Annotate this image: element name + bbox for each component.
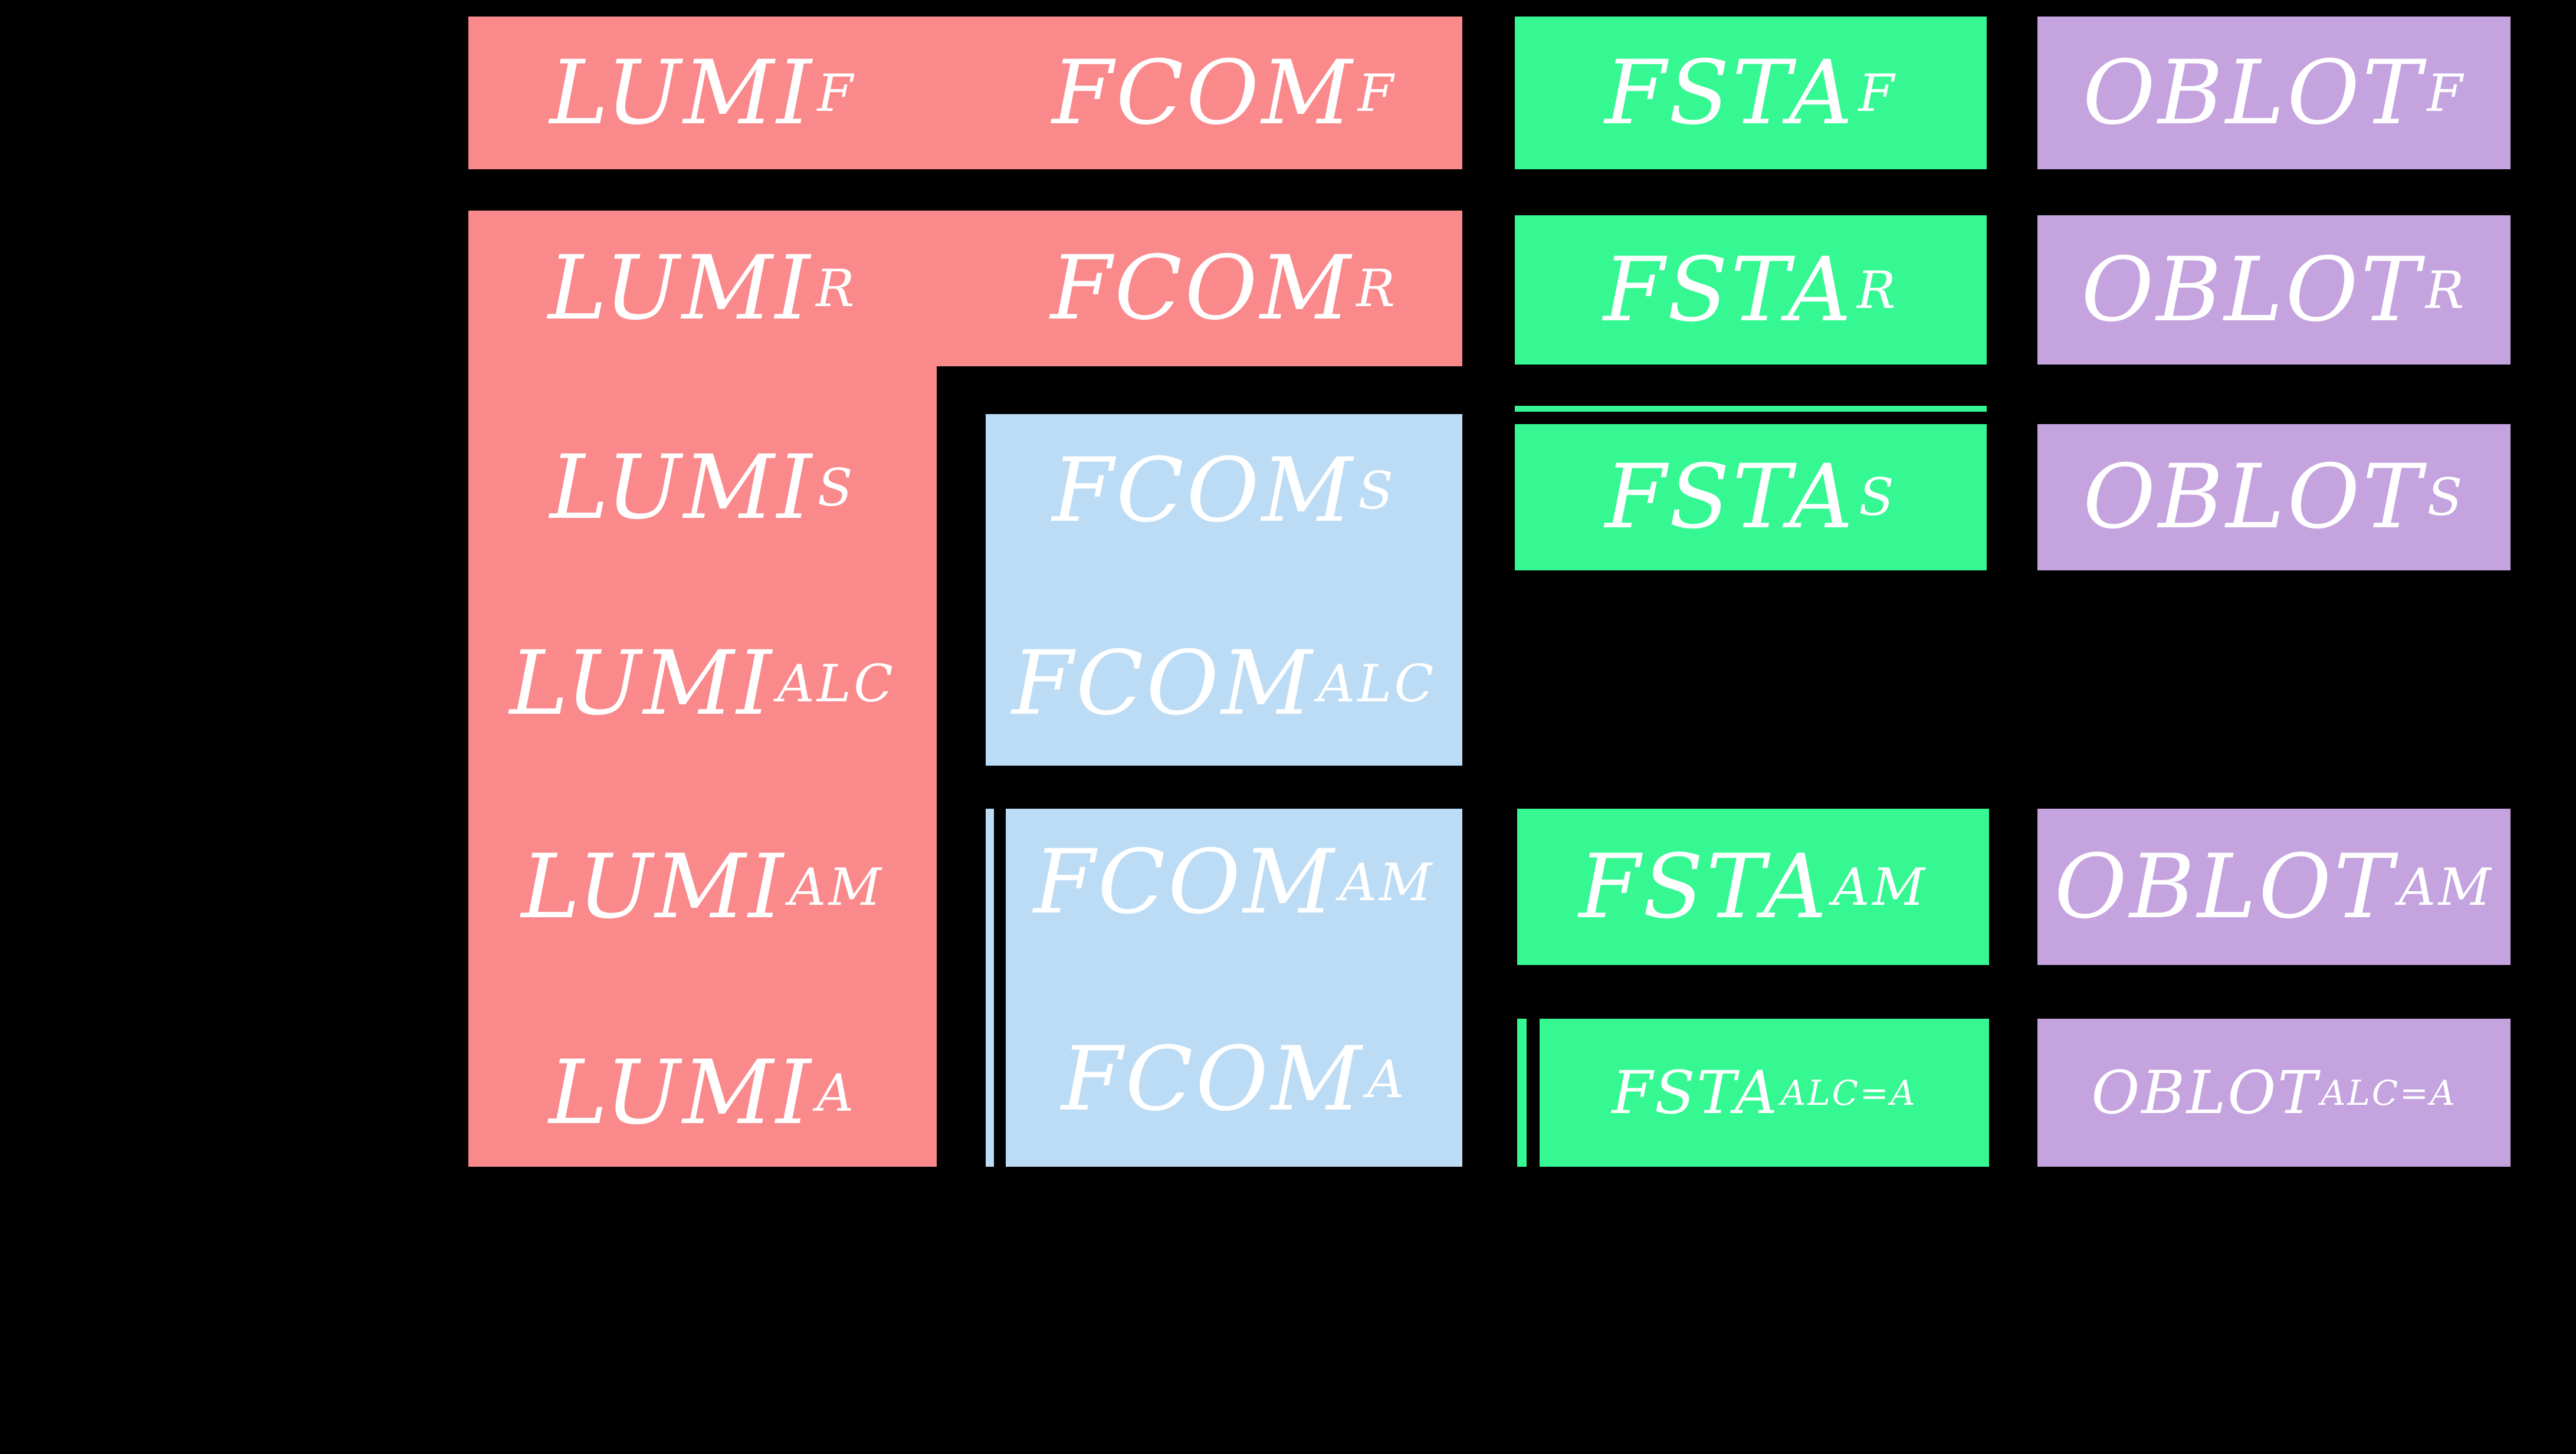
- fsta-r-region: [1515, 215, 1987, 365]
- lumi-fcom-f-region: [468, 17, 1462, 169]
- fsta-f-region: [1515, 17, 1987, 169]
- lumi-column-region: [468, 211, 937, 1167]
- oblot-alc-a-region: [2037, 1019, 2511, 1167]
- oblot-s-region: [2037, 424, 2511, 570]
- oblot-f-region: [2037, 17, 2511, 169]
- fsta-s-region: [1515, 424, 1987, 570]
- fcom-s-alc-region: [986, 414, 1462, 766]
- oblot-r-region: [2037, 215, 2511, 365]
- fsta-s-double-line: [1515, 406, 1987, 412]
- fcom-am-a-region: [1006, 809, 1462, 1167]
- fsta-alc-a-double-line: [1517, 1019, 1527, 1167]
- oblot-am-region: [2037, 809, 2511, 965]
- fsta-am-region: [1517, 809, 1989, 965]
- fsta-alc-a-region: [1540, 1019, 1989, 1167]
- fcom-am-a-double-line: [986, 809, 994, 1167]
